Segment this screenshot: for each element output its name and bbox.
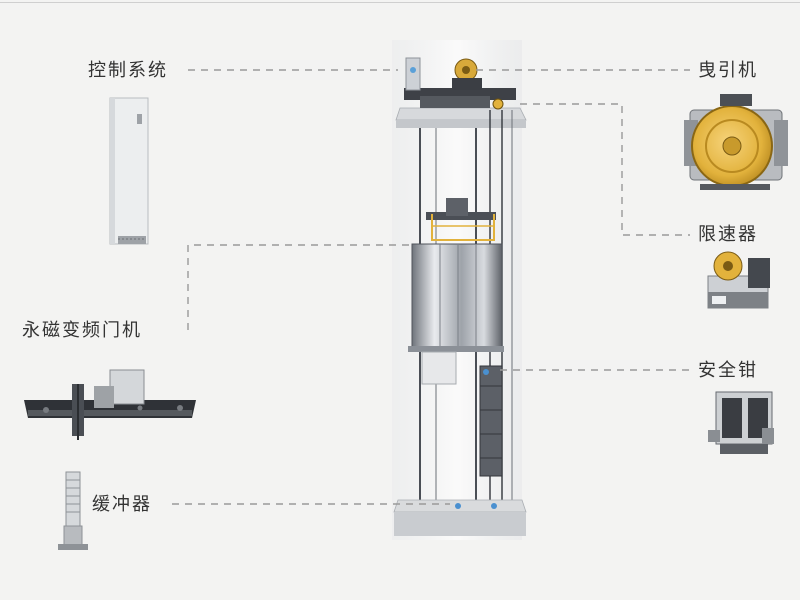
traction-machine-illustration: [684, 94, 788, 190]
safety-gear-illustration: [708, 391, 774, 454]
leader-door-operator: [187, 244, 410, 330]
label-control-system: 控制系统: [88, 60, 168, 81]
top-divider: [0, 2, 800, 3]
elevator-shaft: [392, 40, 527, 540]
buffer-illustration: [58, 471, 88, 550]
label-door-operator: 永磁变频门机: [22, 320, 142, 341]
control-cabinet-illustration: [109, 97, 149, 245]
label-buffer: 缓冲器: [92, 494, 152, 515]
speed-governor-illustration: [707, 251, 770, 309]
door-operator-illustration: [24, 369, 196, 440]
label-traction-machine: 曳引机: [698, 60, 758, 81]
leader-speed-governor: [520, 103, 690, 236]
leader-lines: [172, 69, 690, 505]
label-safety-gear: 安全钳: [698, 360, 758, 381]
label-speed-governor: 限速器: [698, 224, 758, 245]
